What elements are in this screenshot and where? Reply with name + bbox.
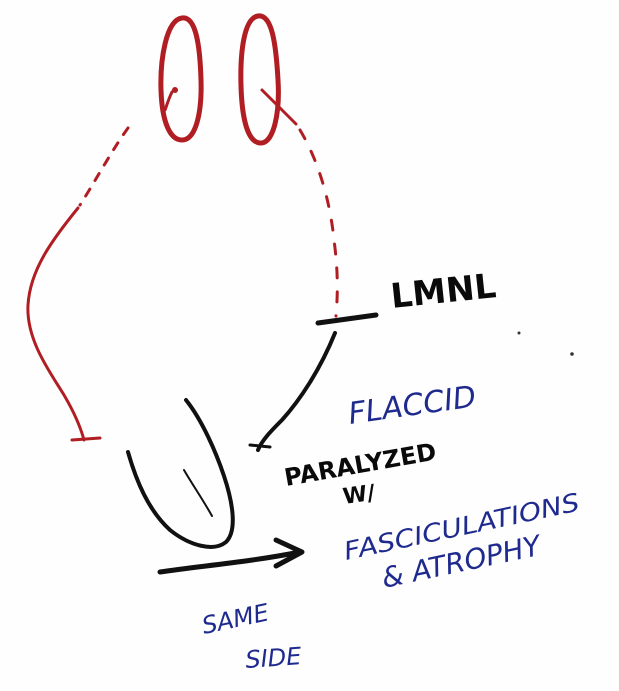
stray-dot: [570, 352, 574, 356]
right-hemisphere-oval: [241, 16, 279, 143]
same-side-label-line2: SIDE: [244, 642, 303, 674]
spinal-segment-loop: [128, 400, 233, 547]
lesion-label: LMNL: [389, 266, 498, 317]
left-upper-motor-pathway-dashed: [80, 128, 128, 205]
lower-pathway-terminal-tick: [250, 445, 270, 447]
same-side-label-line1: SAME: [199, 598, 272, 640]
left-pathway-terminal-tick: [72, 438, 100, 440]
right-upper-motor-pathway-dashed: [300, 130, 337, 316]
lesion-bar: [318, 315, 376, 323]
left-upper-motor-pathway: [165, 92, 172, 110]
finding-label-line1: FLACCID: [346, 379, 478, 432]
spinal-segment-inner-stroke: [184, 470, 212, 516]
left-upper-motor-pathway-solid: [28, 208, 84, 440]
stray-dot: [518, 332, 521, 335]
finding-label-line3: W/: [341, 481, 377, 510]
left-hemisphere-oval: [161, 18, 201, 140]
lower-motor-pathway: [258, 333, 335, 450]
